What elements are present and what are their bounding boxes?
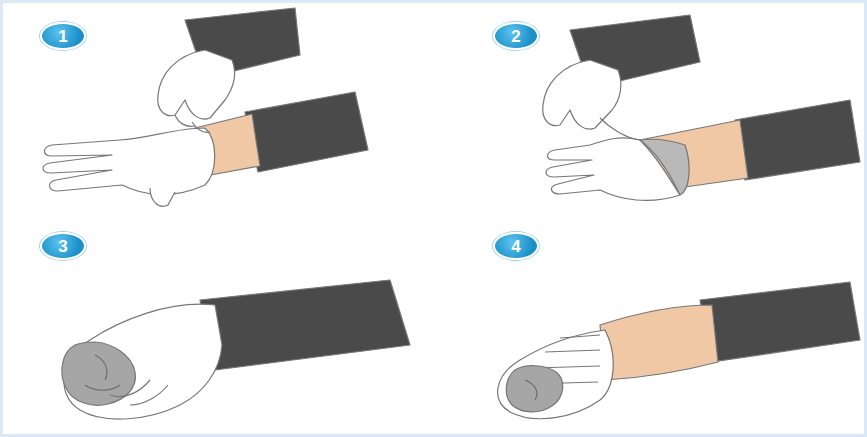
step-number-badge: 3 [40, 232, 86, 260]
step3-figure [62, 280, 410, 419]
step-number: 2 [511, 28, 520, 45]
step1-figure [43, 8, 368, 206]
step-number-badge: 1 [40, 22, 86, 50]
step-number: 3 [58, 238, 67, 255]
step-number-badge: 2 [493, 22, 539, 50]
step-number: 1 [58, 28, 67, 45]
step-number-badge: 4 [493, 232, 539, 260]
step2-figure [543, 15, 860, 200]
step-number: 4 [511, 238, 520, 255]
step4-figure [498, 282, 860, 419]
